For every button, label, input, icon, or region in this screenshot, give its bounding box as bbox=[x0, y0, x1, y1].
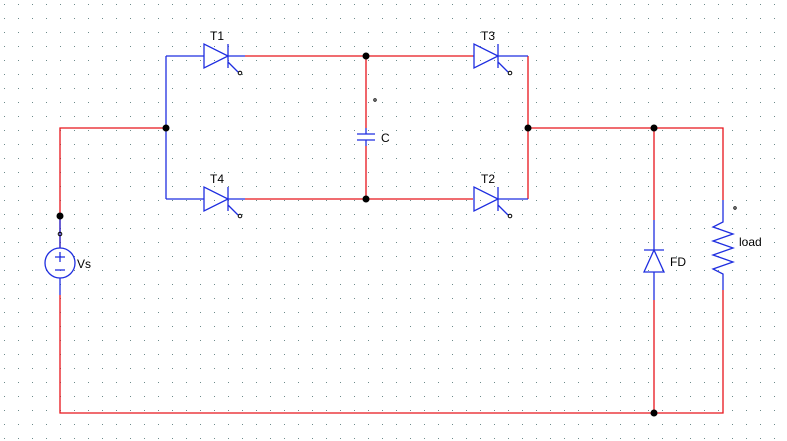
gate-t3 bbox=[507, 70, 513, 76]
wire-output bbox=[528, 127, 724, 200]
gate-t2 bbox=[507, 213, 513, 219]
label-load: load bbox=[739, 235, 762, 249]
resistor-icon bbox=[711, 200, 735, 290]
pin-source bbox=[57, 231, 63, 237]
node-left bbox=[162, 124, 170, 132]
gate-t1 bbox=[237, 70, 243, 76]
thyristor-icon bbox=[203, 42, 245, 73]
thyristor-icon bbox=[473, 185, 528, 216]
node-cap-bottom bbox=[362, 195, 370, 203]
thyristor-t4[interactable] bbox=[203, 185, 245, 216]
thyristor-t2[interactable] bbox=[473, 185, 528, 216]
capacitor-icon bbox=[357, 128, 375, 146]
junction-nodes bbox=[56, 52, 658, 417]
thyristor-icon bbox=[203, 185, 245, 216]
gate-t4 bbox=[237, 213, 243, 219]
diode-fd[interactable] bbox=[642, 220, 666, 300]
voltage-source-vs[interactable] bbox=[44, 247, 76, 279]
wire-left-source bbox=[59, 127, 166, 248]
wires bbox=[59, 55, 724, 414]
label-t1: T1 bbox=[210, 29, 224, 43]
label-diode: FD bbox=[670, 255, 686, 269]
thyristor-t1[interactable] bbox=[203, 42, 245, 73]
capacitor-c[interactable] bbox=[357, 128, 375, 146]
components bbox=[44, 42, 735, 300]
resistor-load[interactable] bbox=[711, 200, 735, 290]
label-capacitor: C bbox=[381, 131, 390, 145]
label-source: Vs bbox=[77, 257, 91, 271]
node-return-fd bbox=[650, 409, 658, 417]
diode-icon bbox=[642, 220, 666, 300]
thyristor-t3[interactable] bbox=[473, 42, 528, 73]
node-right bbox=[524, 124, 532, 132]
node-cap-top bbox=[362, 52, 370, 60]
voltage-source-icon bbox=[44, 247, 76, 279]
node-output-fd bbox=[650, 124, 658, 132]
wire-bottom-return bbox=[59, 290, 724, 414]
label-t2: T2 bbox=[481, 172, 495, 186]
node-source-top bbox=[56, 212, 64, 220]
source-plus bbox=[55, 252, 65, 262]
grid-dots bbox=[4, 4, 775, 439]
label-t4: T4 bbox=[210, 172, 224, 186]
label-t3: T3 bbox=[481, 29, 495, 43]
pin-cap bbox=[373, 98, 377, 102]
gate-markers bbox=[57, 70, 737, 237]
thyristor-icon bbox=[473, 42, 528, 73]
pin-load bbox=[733, 206, 737, 210]
